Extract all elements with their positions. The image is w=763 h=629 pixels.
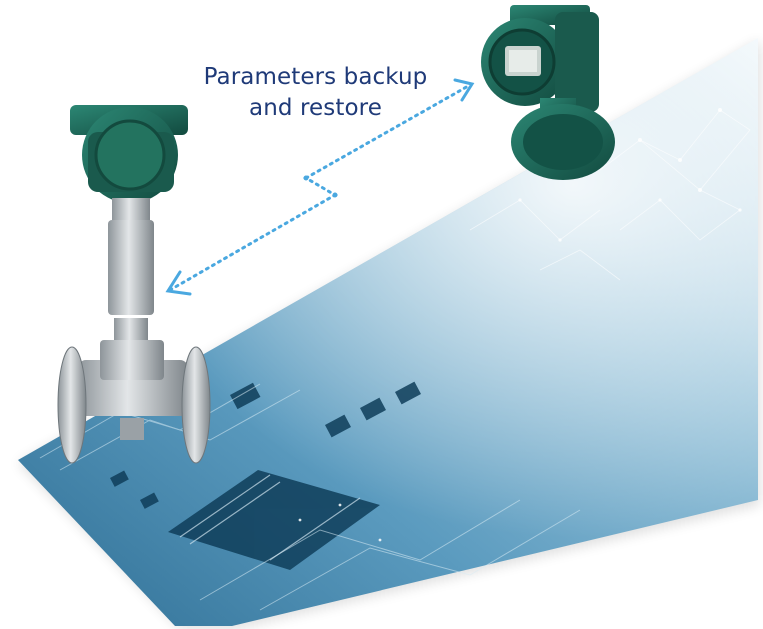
dotted-double-arrow-icon — [165, 78, 475, 296]
circuit-board — [18, 38, 760, 629]
caption-line-1: Parameters backup — [203, 64, 428, 90]
caption: Parameters backup and restore — [188, 62, 443, 124]
vortex-flowmeter — [57, 105, 211, 464]
remote-transmitter — [481, 5, 615, 180]
caption-line-2: and restore — [249, 95, 382, 121]
